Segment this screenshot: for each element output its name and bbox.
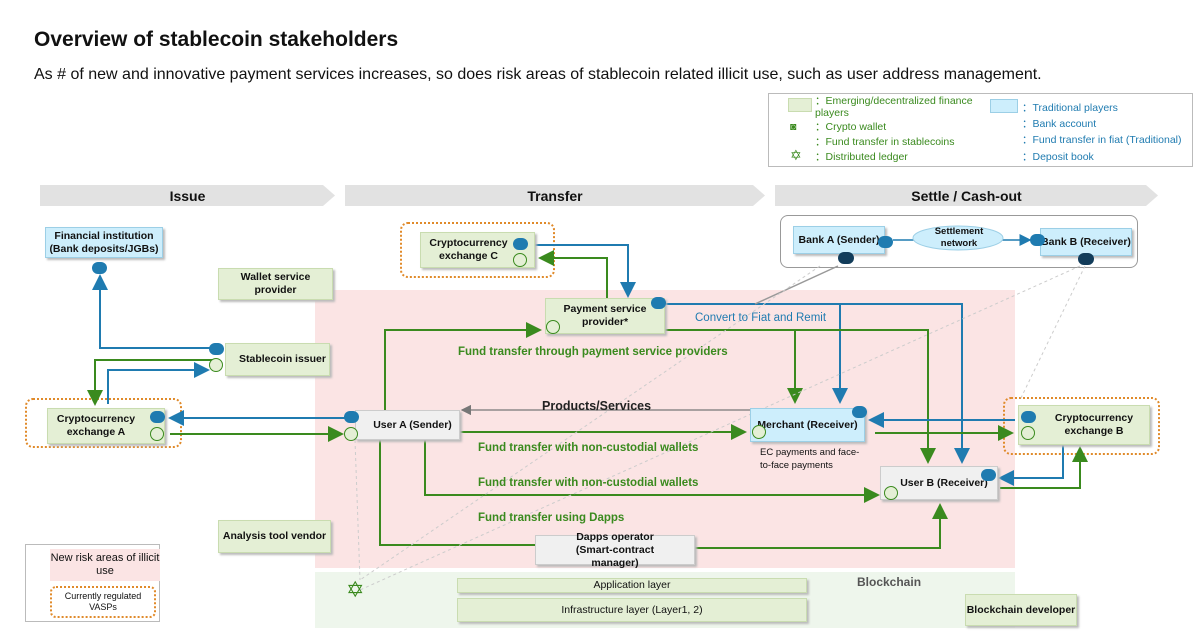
crypto-wallet-icon	[546, 320, 560, 334]
node-exchange-a[interactable]: Cryptocurrency exchange A	[47, 408, 165, 444]
bank-account-icon	[1030, 234, 1045, 246]
bank-account-icon	[981, 469, 996, 481]
crypto-wallet-icon	[513, 253, 527, 267]
node-exchange-b[interactable]: Cryptocurrency exchange B	[1018, 405, 1150, 445]
bank-account-icon	[651, 297, 666, 309]
deposit-book-icon	[1078, 253, 1094, 265]
node-dapps-operator[interactable]: Dapps operator (Smart-contract manager)	[535, 531, 695, 569]
node-infrastructure-layer: Infrastructure layer (Layer1, 2)	[457, 598, 807, 622]
phase-settle: Settle / Cash-out	[775, 185, 1158, 206]
bank-account-icon	[209, 343, 224, 355]
bank-account-icon	[878, 236, 893, 248]
legend-stable: ：Fund transfer in stablecoins	[815, 136, 955, 148]
bank-account-icon	[344, 411, 359, 423]
bank-account-icon	[1021, 411, 1036, 423]
regulated-exC	[400, 222, 555, 278]
risk-legend-new: New risk areas of illicit use	[50, 549, 160, 581]
phase-transfer: Transfer	[345, 185, 765, 206]
node-application-layer: Application layer	[457, 578, 807, 593]
ledger-icon: ✡	[790, 147, 802, 163]
label-dapps: Fund transfer using Dapps	[478, 512, 625, 524]
node-stablecoin-issuer[interactable]: Stablecoin issuer	[225, 343, 330, 376]
node-blockchain-developer[interactable]: Blockchain developer	[965, 594, 1077, 626]
legend-deposit: ：Deposit book	[1022, 151, 1094, 163]
bank-account-icon	[513, 238, 528, 250]
node-user-a[interactable]: User A (Sender)	[355, 410, 460, 440]
node-payment-service-provider[interactable]: Payment service provider*	[545, 298, 665, 334]
settlement-ellipse	[912, 225, 1004, 251]
risk-legend	[25, 544, 160, 622]
phase-issue: Issue	[40, 185, 335, 206]
legend-wallet: ：Crypto wallet	[815, 121, 887, 133]
deposit-book-icon	[838, 252, 854, 264]
node-merchant[interactable]: Merchant (Receiver)	[750, 408, 865, 442]
crypto-wallet-icon	[150, 427, 164, 441]
bank-account-icon	[92, 262, 107, 274]
legend-emerging-swatch	[788, 98, 812, 112]
legend-ledger: ：Distributed ledger	[815, 151, 908, 163]
legend-traditional-swatch	[990, 99, 1018, 113]
node-user-b[interactable]: User B (Receiver)	[880, 466, 998, 500]
risk-legend-regulated: Currently regulated VASPs	[50, 586, 156, 618]
wallet-icon: ◙	[790, 121, 797, 133]
crypto-wallet-icon	[344, 427, 358, 441]
legend	[768, 93, 1193, 167]
node-financial-institution[interactable]: Financial institution (Bank deposits/JGB…	[45, 227, 163, 258]
crypto-wallet-icon	[884, 486, 898, 500]
bank-account-icon	[150, 411, 165, 423]
label-noncustodial-1: Fund transfer with non-custodial wallets	[478, 442, 699, 454]
label-ec-payments: EC payments and face-to-face payments	[760, 447, 860, 471]
legend-traditional: ：Traditional players	[1022, 102, 1118, 114]
crypto-wallet-icon	[752, 425, 766, 439]
node-analysis-tool-vendor[interactable]: Analysis tool vendor	[218, 520, 331, 553]
crypto-wallet-icon	[1021, 426, 1035, 440]
ledger-icon: ✡	[346, 578, 365, 603]
node-bank-a[interactable]: Bank A (Sender)	[793, 226, 885, 254]
legend-bank: ：Bank account	[1022, 118, 1097, 130]
label-psp-transfer: Fund transfer through payment service pr…	[458, 346, 728, 358]
legend-fiat: ：Fund transfer in fiat (Traditional)	[1022, 134, 1182, 146]
label-products: Products/Services	[542, 399, 652, 413]
node-wallet-service-provider[interactable]: Wallet service provider	[218, 268, 333, 300]
subtitle: As # of new and innovative payment servi…	[34, 66, 1042, 83]
label-noncustodial-2: Fund transfer with non-custodial wallets	[478, 477, 699, 489]
node-bank-b[interactable]: Bank B (Receiver)	[1040, 228, 1132, 256]
node-settlement-network: Settlement network	[934, 226, 984, 249]
crypto-wallet-icon	[209, 358, 223, 372]
bank-account-icon	[852, 406, 867, 418]
blockchain-label: Blockchain	[857, 575, 922, 589]
label-convert: Convert to Fiat and Remit	[695, 312, 827, 324]
legend-emerging: ：Emerging/decentralized finance players	[815, 95, 973, 119]
page-title: Overview of stablecoin stakeholders	[34, 28, 399, 51]
